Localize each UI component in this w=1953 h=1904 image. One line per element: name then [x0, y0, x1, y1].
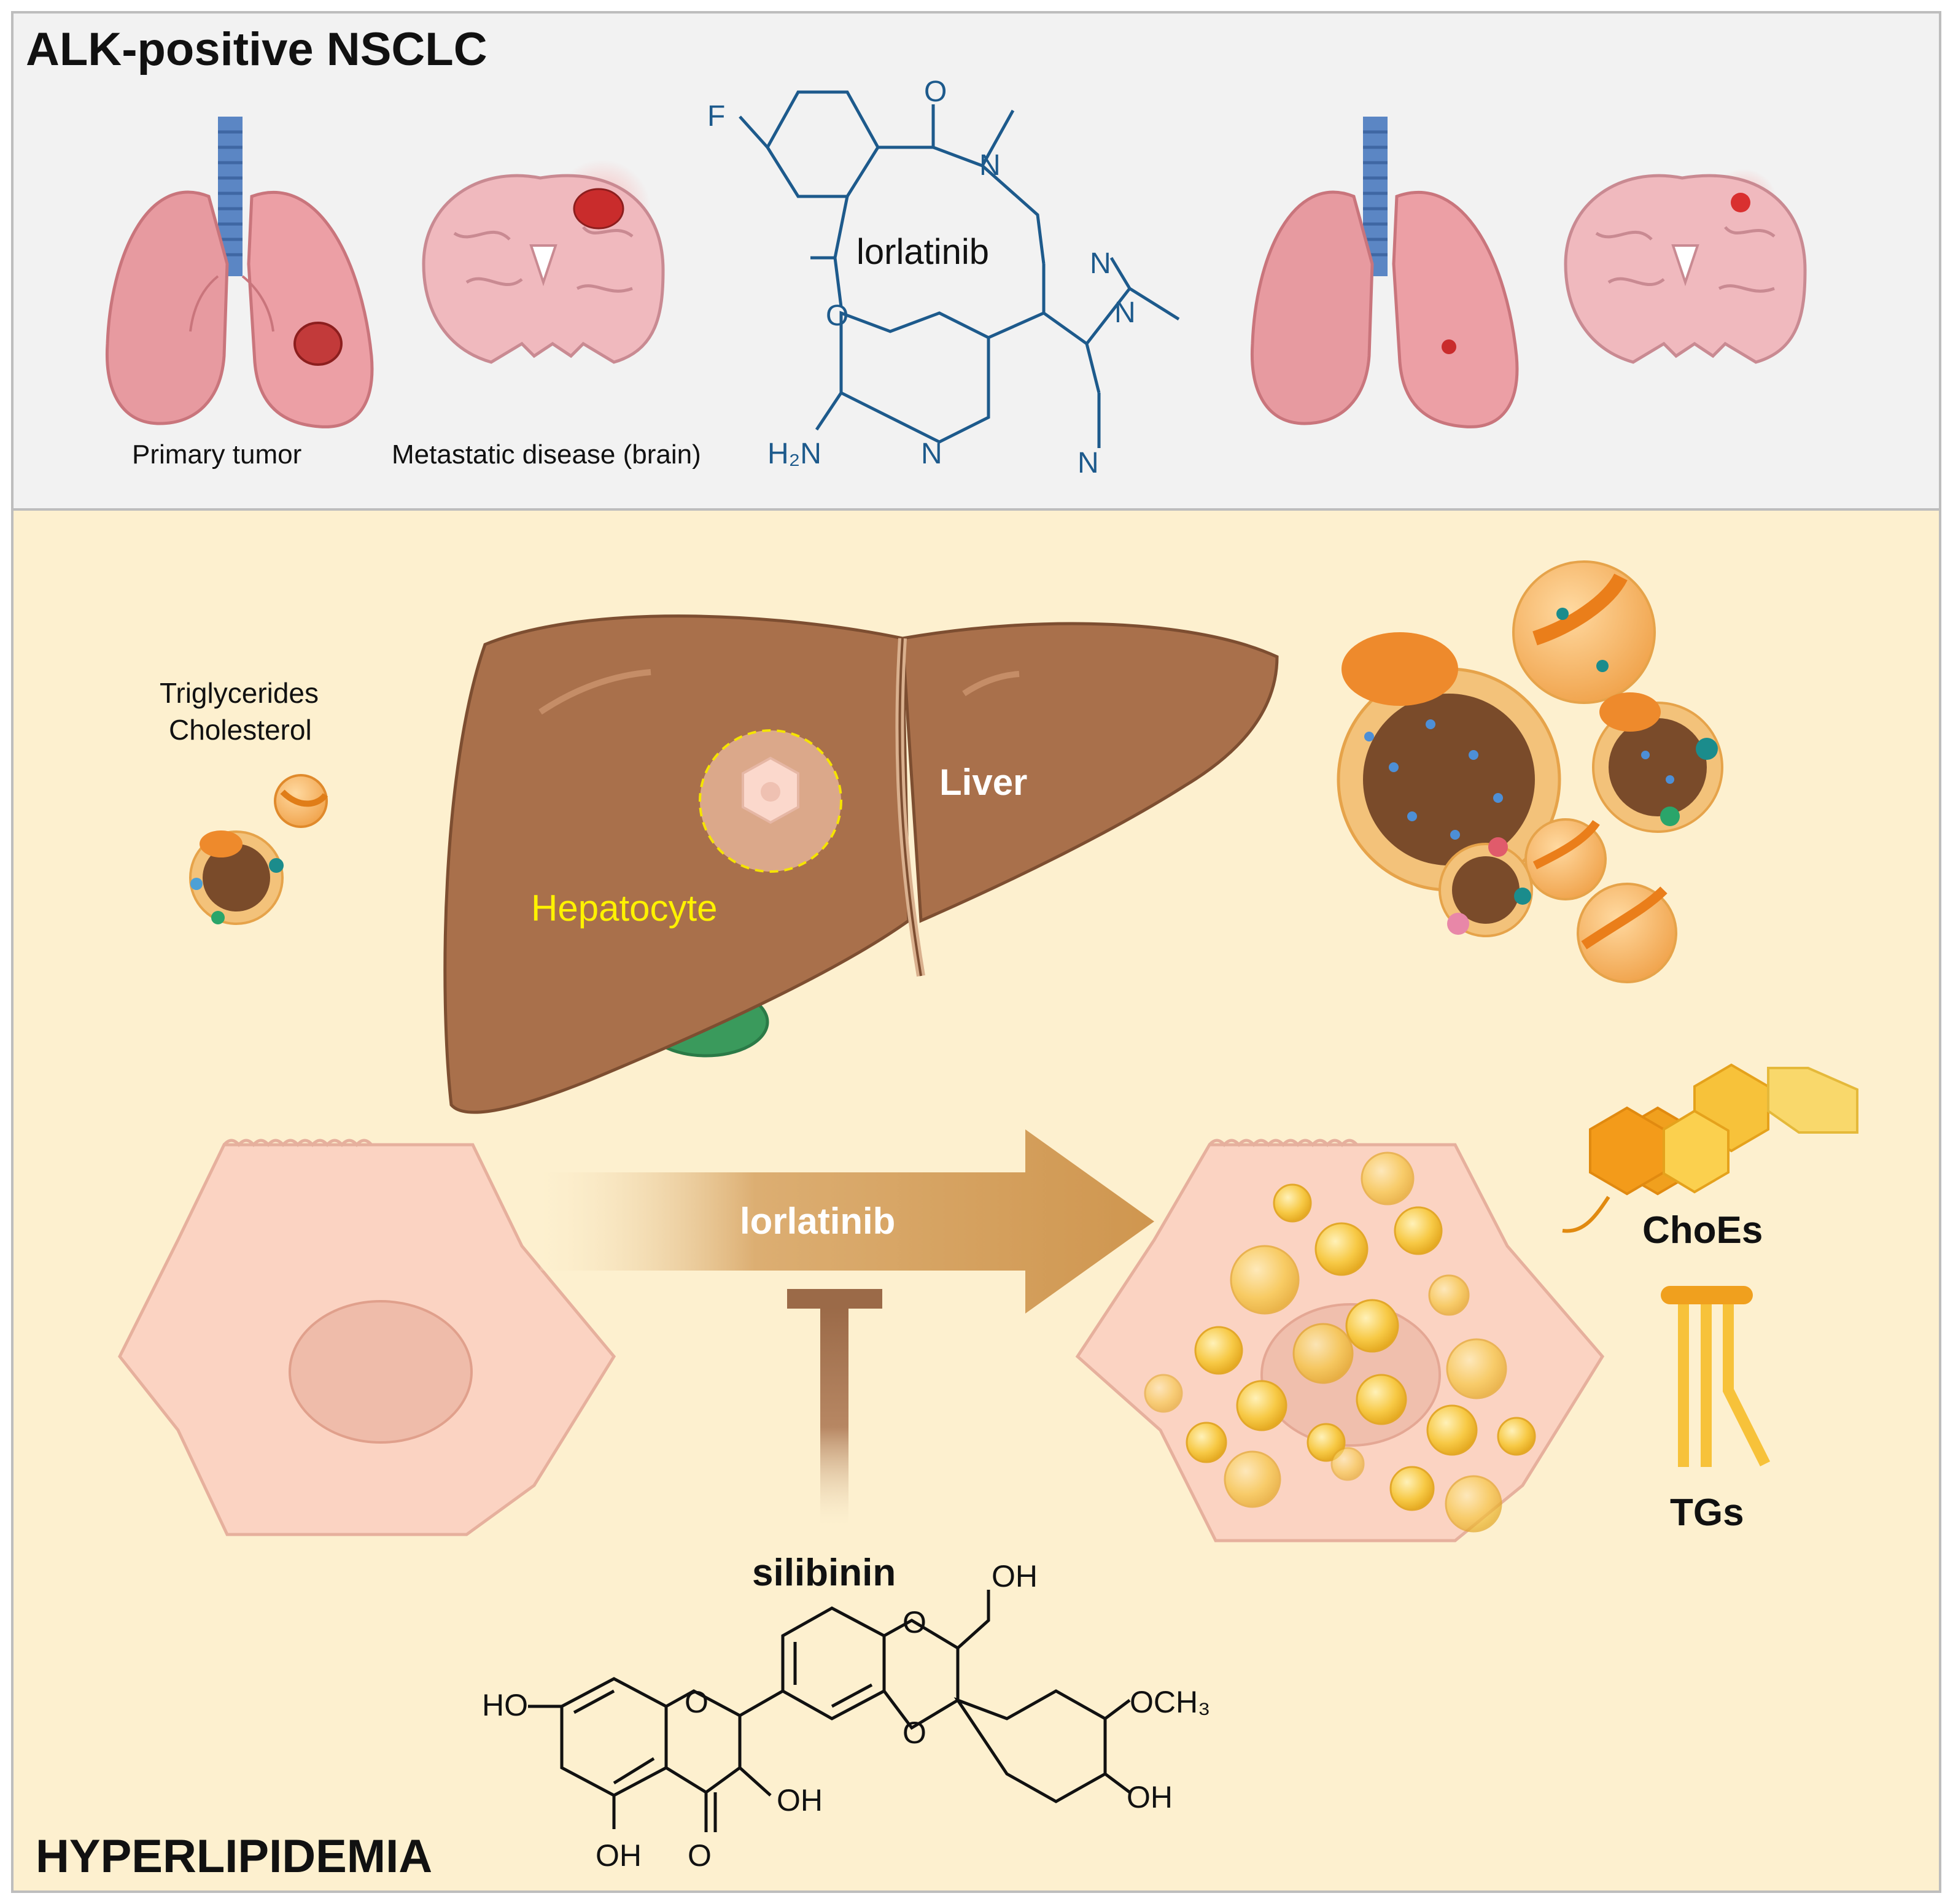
- svg-text:H₂N: H₂N: [767, 438, 821, 470]
- silibinin-structure: [528, 1590, 1131, 1832]
- top-panel-title: ALK-positive NSCLC: [26, 23, 487, 75]
- lipoprotein-cluster: [1337, 560, 1723, 983]
- triglyceride-icon: [1661, 1286, 1771, 1467]
- svg-text:O: O: [688, 1838, 712, 1873]
- liver: [443, 614, 1279, 1114]
- lorlatinib-center-label: lorlatinib: [856, 232, 989, 272]
- label-metastatic-disease: Metastatic disease (brain): [392, 439, 701, 470]
- label-hepatocyte: Hepatocyte: [531, 888, 718, 929]
- brain-after-treatment: [1564, 169, 1807, 364]
- lorlatinib-atoms: F O N O N N N N H₂N: [707, 75, 1136, 479]
- svg-text:O: O: [924, 75, 947, 108]
- brain-with-metastasis: [422, 160, 665, 364]
- label-arrow-lorlatinib: lorlatinib: [740, 1201, 895, 1242]
- svg-text:OH: OH: [596, 1838, 642, 1873]
- steatotic-hepatocyte: [1075, 1139, 1605, 1542]
- ring-c: [665, 1689, 742, 1795]
- bottom-panel-title: HYPERLIPIDEMIA: [36, 1830, 432, 1883]
- nucleus: [289, 1300, 473, 1444]
- svg-text:OH: OH: [777, 1783, 823, 1817]
- label-liver: Liver: [939, 762, 1027, 803]
- pyridine-ring: [839, 311, 990, 444]
- lipid-droplets: [1144, 1151, 1536, 1533]
- cholesteryl-ester-icon: [1562, 1063, 1858, 1233]
- svg-text:N: N: [1077, 447, 1099, 479]
- svg-text:OH: OH: [992, 1559, 1038, 1593]
- residual-tumor: [1442, 339, 1456, 354]
- svg-text:N: N: [921, 438, 942, 470]
- lorlatinib-arrow: [540, 1129, 1154, 1314]
- residual-metastasis: [1731, 193, 1750, 212]
- svg-text:OH: OH: [1127, 1780, 1173, 1814]
- trachea: [218, 117, 243, 276]
- liver-right-lobe: [901, 622, 1279, 923]
- silibinin-atoms: HO O O O OH OCH₃ OH OH O OH: [482, 1559, 1210, 1873]
- normal-hepatocyte: [118, 1139, 616, 1536]
- svg-text:O: O: [903, 1605, 926, 1639]
- svg-text:O: O: [826, 300, 848, 332]
- svg-text:OCH₃: OCH₃: [1130, 1685, 1210, 1719]
- right-lung: [247, 191, 374, 428]
- svg-text:HO: HO: [482, 1688, 528, 1722]
- brain-metastasis: [573, 188, 624, 230]
- label-triglycerides: Triglycerides: [160, 677, 319, 709]
- label-primary-tumor: Primary tumor: [132, 439, 301, 470]
- label-choes: ChoEs: [1642, 1209, 1763, 1252]
- svg-text:O: O: [903, 1716, 926, 1750]
- lungs-after-treatment: [1250, 117, 1519, 428]
- svg-text:N: N: [1090, 247, 1111, 280]
- svg-text:F: F: [707, 100, 725, 133]
- svg-text:O: O: [685, 1685, 709, 1719]
- left-lung: [105, 190, 229, 425]
- label-cholesterol: Cholesterol: [169, 714, 312, 746]
- lorlatinib-structure: [739, 90, 1180, 448]
- lungs-with-primary-tumor: [105, 117, 374, 428]
- svg-text:N: N: [1114, 296, 1136, 329]
- label-tgs: TGs: [1670, 1492, 1744, 1534]
- label-silibinin: silibinin: [752, 1552, 896, 1594]
- small-lipoprotein: [189, 830, 284, 925]
- silibinin-inhibition-bar: [787, 1289, 882, 1525]
- primary-tumor-mass: [293, 322, 343, 366]
- ring-guaiacyl: [953, 1689, 1107, 1803]
- svg-text:N: N: [979, 149, 1001, 182]
